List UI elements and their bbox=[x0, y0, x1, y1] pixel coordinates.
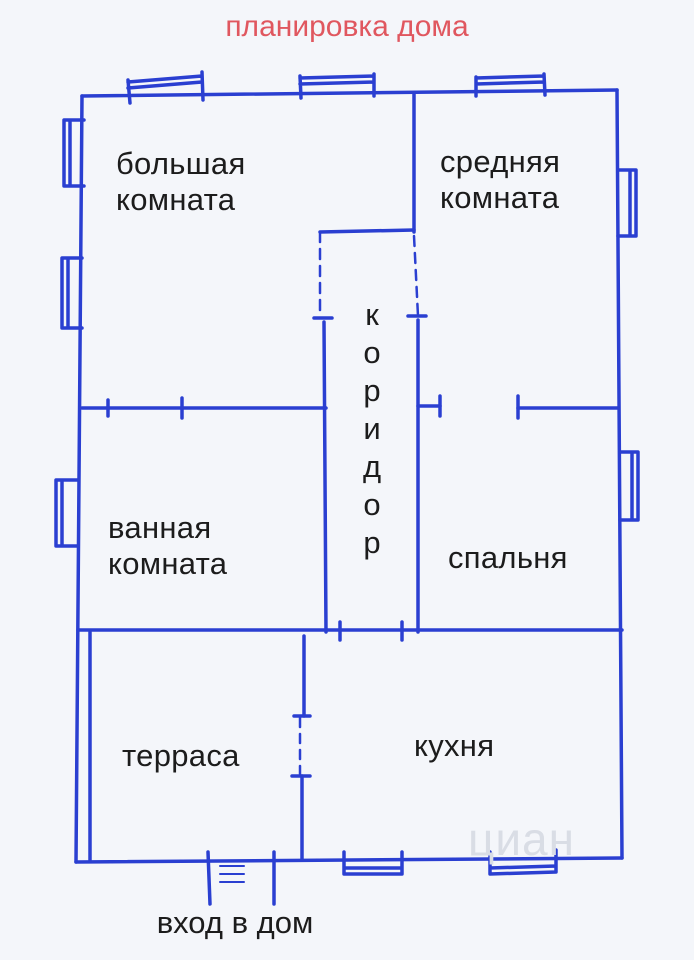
corridor-letter: р bbox=[363, 525, 381, 560]
wall-corridor-left bbox=[322, 320, 328, 634]
corridor-letter: о bbox=[363, 487, 381, 522]
window-bottom-1 bbox=[342, 850, 404, 876]
room-label-middle-room-line2: комната bbox=[440, 180, 560, 215]
room-label-terrace: терраса bbox=[122, 738, 240, 773]
outer-wall-bottom bbox=[74, 856, 624, 864]
plan-title: планировка дома bbox=[225, 10, 469, 43]
window-left-2 bbox=[60, 256, 84, 330]
room-label-big-room-line2: комната bbox=[116, 182, 236, 217]
room-label-kitchen: кухня bbox=[414, 728, 495, 763]
window-top-3 bbox=[474, 72, 547, 98]
corridor-letter: и bbox=[363, 411, 381, 446]
corridor-letter: к bbox=[365, 297, 379, 332]
window-left-1 bbox=[62, 118, 86, 188]
room-label-bathroom-line1: ванная bbox=[108, 510, 212, 545]
watermark-logo: циан bbox=[468, 813, 576, 865]
outer-wall-top bbox=[80, 88, 619, 98]
wall-corridor-top bbox=[318, 228, 416, 234]
corridor-letter: о bbox=[363, 335, 381, 370]
entrance-door bbox=[206, 850, 276, 906]
window-bottom-2 bbox=[488, 848, 558, 876]
corridor-letter: р bbox=[363, 373, 381, 408]
window-right-1 bbox=[616, 168, 638, 238]
outer-wall-right bbox=[615, 88, 624, 860]
window-left-3 bbox=[54, 478, 80, 548]
room-label-middle-room-line1: средняя bbox=[440, 144, 561, 179]
door-mark-corridor-right bbox=[412, 234, 420, 318]
room-label-bathroom: ванная комната bbox=[108, 510, 227, 582]
room-label-middle-room: средняя комната bbox=[440, 144, 560, 216]
room-label-corridor: к о р и д о р bbox=[352, 296, 392, 562]
room-label-big-room-line1: большая bbox=[116, 146, 246, 181]
window-right-2 bbox=[618, 450, 640, 522]
room-label-bathroom-line2: комната bbox=[108, 546, 228, 581]
entrance-label: вход в дом bbox=[156, 905, 314, 940]
door-ticks bbox=[106, 314, 520, 778]
room-label-bedroom: спальня bbox=[448, 540, 568, 575]
window-top-1 bbox=[126, 70, 205, 105]
entrance-steps bbox=[219, 865, 245, 883]
corridor-letter: д bbox=[362, 449, 382, 484]
wall-terrace-kitchen bbox=[300, 634, 306, 862]
room-label-big-room: большая комната bbox=[116, 146, 246, 218]
window-top-2 bbox=[298, 72, 376, 100]
